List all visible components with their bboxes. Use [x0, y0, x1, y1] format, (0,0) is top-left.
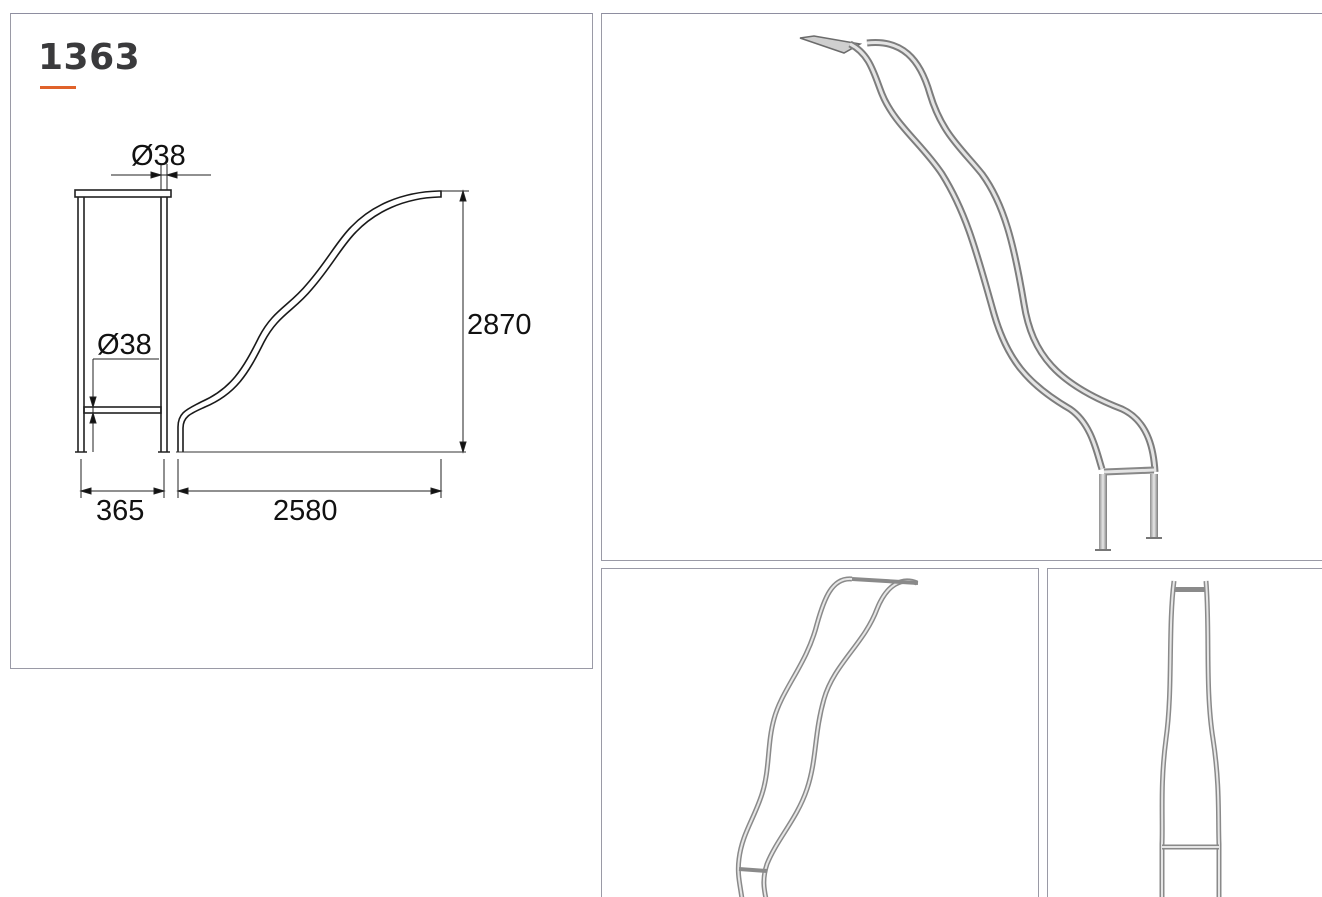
front-view-render	[1159, 580, 1222, 897]
dimension-width: 365	[96, 495, 144, 527]
front-view-rung	[83, 406, 162, 414]
perspective-view-panel	[601, 13, 1322, 561]
technical-drawing-panel: 1363 Ø38	[10, 13, 593, 669]
dimension-rung-diameter: Ø38	[97, 329, 152, 361]
side-view-render	[735, 576, 919, 897]
front-view-top-cap	[74, 189, 172, 198]
dimension-length: 2580	[273, 495, 338, 527]
product-code-underline	[40, 86, 76, 89]
side-view-slide-outer	[177, 190, 440, 452]
perspective-view-render	[799, 35, 1162, 551]
right-rail	[866, 39, 1159, 473]
front-view-panel	[1047, 568, 1322, 897]
front-view-left-post	[77, 197, 85, 452]
product-code: 1363	[38, 37, 141, 78]
dimension-top-diameter: Ø38	[131, 140, 186, 172]
side-view-slide-inner	[182, 196, 440, 452]
dimension-height: 2870	[467, 309, 532, 341]
front-view-right-post	[160, 197, 168, 452]
side-view-panel	[601, 568, 1039, 897]
slide-dimension-drawing: Ø38 Ø38 2	[74, 140, 532, 527]
